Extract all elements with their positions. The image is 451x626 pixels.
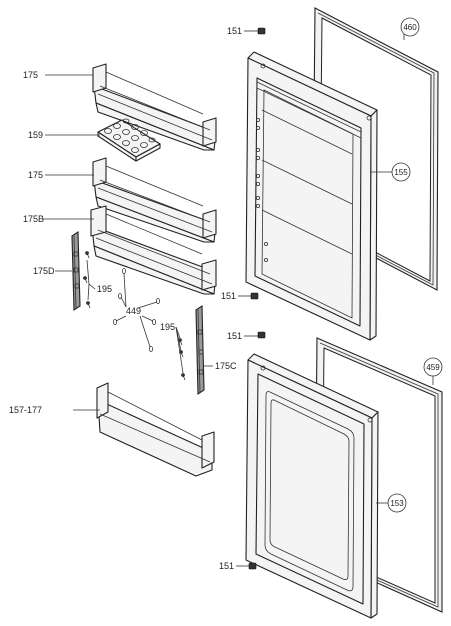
hinge-bushing-151-a [257, 27, 266, 35]
label-175D: 175D [33, 266, 55, 276]
label-175B: 175B [23, 214, 44, 224]
label-459: 459 [426, 363, 440, 372]
label-449: 449 [126, 306, 141, 316]
leader-lines [43, 30, 434, 567]
upper-door [245, 51, 378, 341]
label-460: 460 [403, 23, 417, 32]
label-175-top: 175 [23, 70, 38, 80]
callout-circle-460 [400, 17, 420, 37]
label-153: 153 [390, 499, 404, 508]
label-151-b: 151 [221, 291, 236, 301]
label-155: 155 [394, 168, 408, 177]
door-bin-175-middle [92, 157, 217, 243]
side-rail-175D [71, 230, 81, 312]
label-151-d: 151 [219, 561, 234, 571]
label-195-right: 195 [160, 322, 175, 332]
label-151-c: 151 [227, 331, 242, 341]
hinge-bushing-151-b [250, 292, 259, 300]
door-bin-175B [90, 205, 217, 295]
side-rail-175C [195, 304, 205, 396]
lower-door [245, 353, 379, 619]
door-bin-175-top [92, 63, 217, 151]
label-157-177: 157-177 [9, 405, 42, 415]
label-151-a: 151 [227, 26, 242, 36]
label-195-left: 195 [97, 284, 112, 294]
callout-circle-155 [391, 162, 411, 182]
label-159: 159 [28, 130, 43, 140]
screws-195-left [83, 251, 91, 309]
label-175C: 175C [215, 361, 237, 371]
screws-195-right [178, 338, 186, 381]
clips-449 [113, 267, 160, 352]
door-bin-157-177 [96, 382, 215, 477]
hinge-bushing-151-c [257, 331, 266, 339]
callout-circle-153 [387, 493, 407, 513]
callout-circle-459 [423, 357, 443, 377]
hinge-bushing-151-d [248, 562, 257, 570]
label-175-middle: 175 [28, 170, 43, 180]
